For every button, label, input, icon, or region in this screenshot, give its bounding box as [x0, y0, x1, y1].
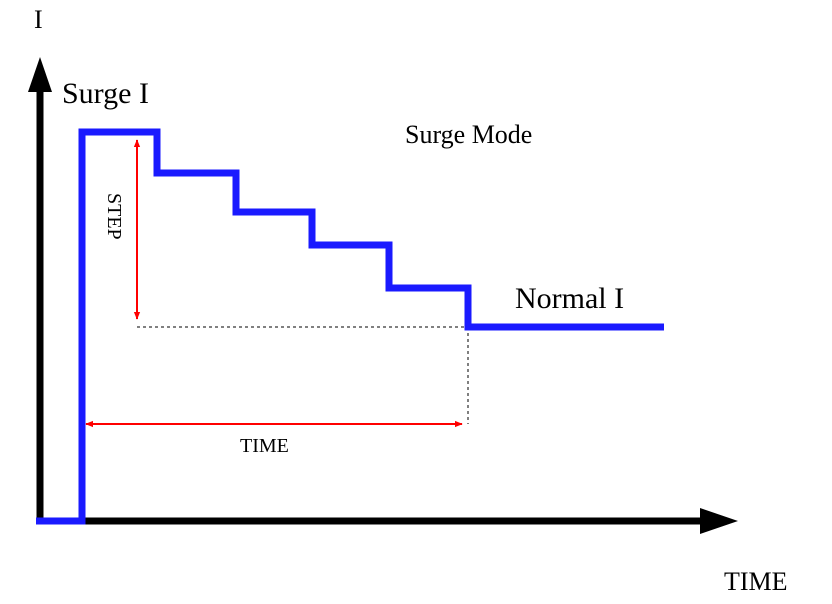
x-axis	[36, 508, 738, 534]
x-axis-arrowhead	[700, 508, 738, 534]
y-axis-arrowhead	[28, 57, 52, 92]
y-axis	[28, 57, 52, 522]
step-label: STEP	[103, 193, 125, 240]
normal-current-label: Normal I	[515, 282, 624, 315]
y-axis-label: I	[34, 5, 43, 34]
current-waveform	[36, 128, 664, 525]
time-span-label: TIME	[240, 435, 289, 457]
mode-label: Surge Mode	[405, 120, 532, 149]
guide-lines	[137, 326, 469, 424]
surge-current-label: Surge I	[62, 77, 149, 110]
x-axis-label: TIME	[724, 567, 788, 596]
